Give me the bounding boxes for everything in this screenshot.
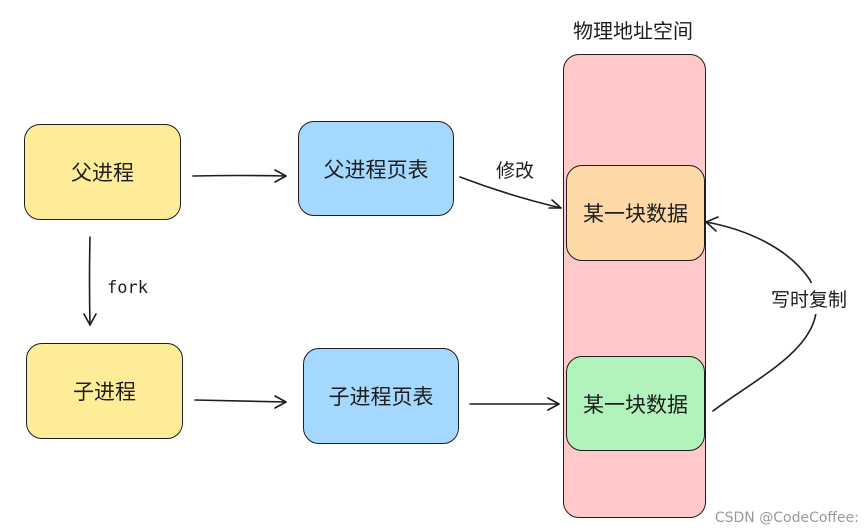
fork-label: fork xyxy=(107,278,148,298)
child-page-table-box: 子进程页表 xyxy=(303,348,459,444)
arrow-copy-on-write xyxy=(705,216,818,412)
copy-on-write-label: 写时复制 xyxy=(771,283,848,314)
data-block-top: 某一块数据 xyxy=(566,165,705,261)
watermark: CSDN @CodeCoffee: xyxy=(714,510,859,526)
arrow-child-pagetable-to-block xyxy=(469,397,560,411)
arrow-modify xyxy=(459,176,562,209)
arrow-fork xyxy=(83,236,97,326)
data-block-bottom: 某一块数据 xyxy=(566,356,705,451)
arrow-parent-to-pagetable xyxy=(192,169,287,183)
parent-process-box: 父进程 xyxy=(24,124,181,220)
arrow-child-to-pagetable xyxy=(194,395,287,409)
child-process-box: 子进程 xyxy=(26,343,183,439)
parent-page-table-box: 父进程页表 xyxy=(298,121,454,216)
modify-label: 修改 xyxy=(496,160,535,182)
physical-memory-title: 物理地址空间 xyxy=(573,19,693,43)
